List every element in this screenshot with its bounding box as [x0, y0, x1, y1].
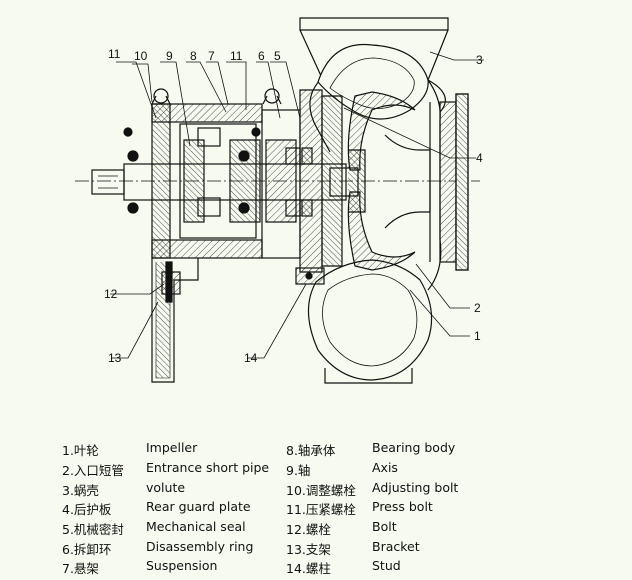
callout-7: 7 [208, 49, 215, 63]
callout-8: 8 [190, 49, 197, 63]
callout-1: 1 [474, 329, 481, 343]
rear-guard-plate [321, 95, 343, 267]
callout-11b: 11 [230, 49, 243, 63]
callout-2: 2 [474, 301, 481, 315]
leader-9 [160, 61, 191, 147]
studs [295, 267, 325, 285]
lifting-eye-right [264, 88, 280, 104]
leader-4 [343, 107, 476, 159]
callout-13: 13 [108, 351, 122, 365]
leader-5 [270, 61, 301, 119]
bracket [151, 258, 199, 383]
callout-3: 3 [476, 53, 483, 67]
leader-2 [415, 263, 470, 309]
bearings [123, 127, 261, 214]
callout-14: 14 [244, 351, 258, 365]
mechanical-seal [285, 147, 313, 217]
callout-12: 12 [104, 287, 118, 301]
leader-13 [112, 301, 159, 359]
leader-1 [409, 289, 470, 337]
entrance-short-pipe [429, 93, 469, 271]
callout-4: 4 [476, 151, 483, 165]
leader-11a [116, 61, 157, 119]
leader-7 [206, 61, 229, 105]
leader-8 [186, 61, 227, 113]
callout-10: 10 [134, 49, 148, 63]
lifting-eye-left [153, 88, 169, 104]
leader-11b [226, 61, 247, 110]
leader-3 [429, 51, 484, 61]
leader-12 [110, 283, 165, 295]
callout-5: 5 [274, 49, 281, 63]
shaft [91, 163, 359, 201]
callout-6: 6 [258, 49, 265, 63]
callout-11a: 11 [108, 47, 121, 61]
callout-9: 9 [166, 49, 173, 63]
leader-14 [248, 283, 307, 359]
leader-10 [132, 63, 153, 103]
leader-6 [256, 61, 281, 119]
